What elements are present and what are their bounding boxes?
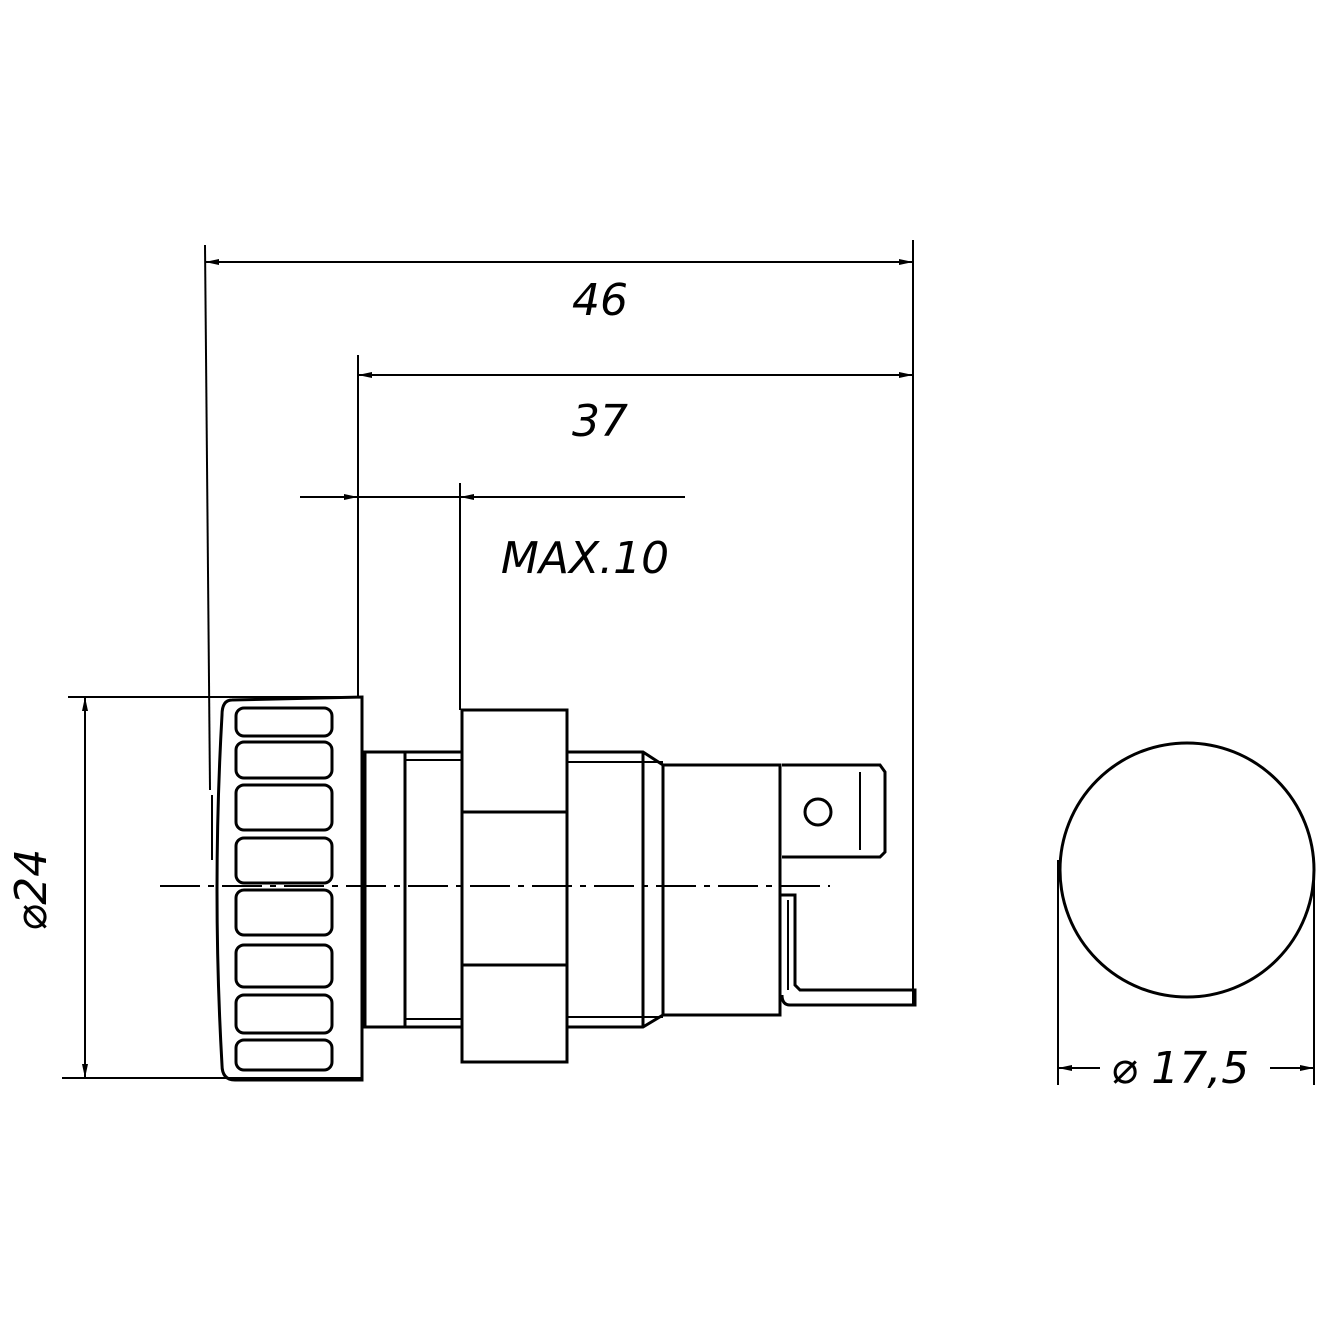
knob-rib — [234, 836, 334, 885]
knob-rib — [234, 1038, 334, 1072]
knob-rib — [234, 740, 334, 780]
dimension-46-label: 46 — [572, 275, 628, 326]
dimension-46: 46 — [204, 240, 914, 1005]
dimension-max10: MAX.10 — [300, 483, 685, 710]
dimension-dia24: ⌀24 — [6, 696, 362, 1079]
knob-rib — [234, 706, 334, 738]
dimension-37-label: 37 — [572, 396, 628, 447]
front-view: ⌀ 17,5 — [1057, 741, 1316, 1094]
terminal-hole — [803, 797, 833, 827]
rear-housing — [661, 763, 782, 1017]
knob-rib — [234, 993, 334, 1035]
side-view — [160, 695, 917, 1082]
dimension-37: 37 — [357, 355, 913, 697]
flat-terminal-upper — [782, 763, 887, 859]
dimension-dia24-label: ⌀24 — [6, 849, 57, 931]
flat-terminal-lower — [780, 893, 917, 1007]
knob-ribs — [234, 706, 334, 1072]
front-circle — [1058, 741, 1316, 999]
knob-rib — [234, 943, 334, 989]
dimension-dia17-5-label: ⌀ 17,5 — [1111, 1043, 1249, 1094]
knob-rib — [234, 888, 334, 937]
knob — [211, 695, 364, 1082]
knob-rib — [234, 783, 334, 832]
sleeve — [567, 750, 665, 1029]
dimension-max10-label: MAX.10 — [501, 533, 669, 584]
body-collar — [363, 750, 464, 1029]
